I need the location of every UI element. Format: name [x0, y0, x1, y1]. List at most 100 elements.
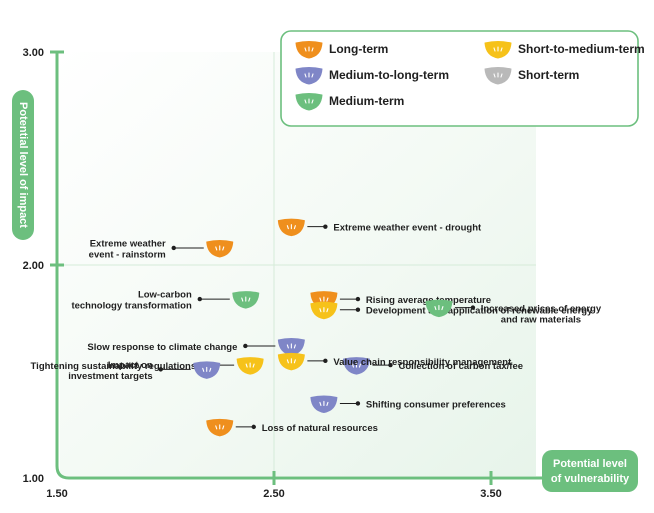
leader-dot — [470, 305, 476, 310]
data-point-marker — [277, 218, 305, 237]
y-axis-label-pill — [12, 90, 34, 240]
data-point-label: and raw materials — [501, 315, 581, 326]
slice-highlight — [319, 400, 329, 407]
leader-dot — [158, 367, 163, 372]
slice-highlight — [493, 46, 503, 52]
legend-item-short-to-medium-term: Short-to-medium-term — [484, 41, 645, 59]
legend-box — [280, 30, 639, 127]
green-slice-icon — [295, 93, 323, 111]
x-tick-label: 1.50 — [46, 488, 67, 500]
data-point-marker — [193, 361, 221, 379]
data-point: Shifting consumer preferences — [310, 395, 506, 413]
data-point-marker — [342, 357, 370, 375]
slice-highlight — [241, 296, 251, 302]
blue-slice-icon — [295, 67, 323, 85]
data-point-label: Increased prices of energy — [481, 304, 602, 315]
data-point-label: Impact on — [108, 360, 153, 371]
slice-highlight — [493, 72, 503, 78]
data-point-marker — [206, 418, 234, 437]
data-point-marker — [310, 395, 338, 413]
slice-highlight — [245, 362, 255, 368]
data-point: Value chain responsibility management — [277, 352, 512, 371]
data-point-label: Development and application of renewable… — [366, 306, 593, 317]
yellow-slice-icon — [484, 41, 512, 59]
data-point-marker — [310, 301, 338, 320]
data-point-marker — [277, 337, 305, 356]
slice-highlight — [215, 424, 225, 430]
leader-dot — [355, 296, 361, 302]
x-tick-label: 2.50 — [263, 488, 284, 500]
data-point-label: Extreme weather event - drought — [333, 223, 482, 234]
gray-slice-icon — [484, 67, 512, 85]
x-tick-label: 3.50 — [480, 488, 501, 500]
leader-dot — [171, 245, 176, 251]
legend-label: Long-term — [329, 42, 388, 56]
data-point-label: technology transformation — [71, 301, 192, 312]
leader-dot — [323, 224, 328, 229]
slice-highlight — [286, 224, 296, 230]
leader-dot — [355, 401, 361, 406]
y-tick-label: 2.00 — [23, 260, 44, 272]
legend-label: Medium-term — [329, 94, 404, 108]
data-point: Slow response to climate change — [87, 337, 305, 356]
data-point: Development and application of renewable… — [310, 301, 593, 320]
data-point: Extreme weather event - drought — [277, 218, 482, 237]
slice-highlight — [202, 366, 212, 372]
x-axis-label-pill — [542, 450, 638, 492]
data-point-label: Extreme weather — [90, 238, 166, 249]
slice-highlight — [304, 98, 314, 104]
slice-highlight — [304, 46, 314, 52]
data-point-marker — [277, 352, 305, 371]
slice-highlight — [286, 358, 296, 364]
data-point-label: Shifting consumer preferences — [366, 399, 506, 410]
data-point-marker — [425, 299, 453, 318]
data-point-label: Low-carbon — [138, 290, 192, 301]
slice-highlight — [319, 296, 329, 302]
data-point-marker — [236, 357, 264, 375]
slice-highlight — [304, 72, 314, 78]
leader-dot — [388, 362, 393, 368]
slice-highlight — [215, 245, 225, 251]
y-tick-label: 1.00 — [23, 473, 44, 485]
axes: 1.00 2.00 3.00 1.50 2.50 3.50 Potential level … — [12, 47, 638, 500]
leader-dot — [197, 296, 202, 302]
slice-highlight — [319, 307, 329, 313]
slice-highlight — [351, 362, 362, 368]
legend-item-medium-to-long-term: Medium-to-long-term — [295, 67, 449, 85]
leader-dot — [355, 307, 361, 312]
legend-item-short-term: Short-term — [484, 67, 579, 85]
data-point-label: Loss of natural resources — [262, 423, 378, 434]
legend-label: Short-term — [518, 68, 579, 82]
x-axis-label-line: Potential level — [553, 458, 627, 470]
legend-item-medium-term: Medium-term — [295, 93, 404, 111]
legend-label: Short-to-medium-term — [518, 42, 645, 56]
y-axis-label: Potential level of impact — [17, 102, 29, 228]
legend-label: Medium-to-long-term — [329, 68, 449, 82]
data-point: Loss of natural resources — [206, 418, 378, 437]
slice-highlight — [434, 305, 444, 311]
data-point-label: event - rainstorm — [89, 249, 166, 260]
slice-highlight — [286, 343, 296, 349]
axis-frame — [55, 52, 548, 480]
leader-dot — [323, 358, 328, 364]
data-point-marker — [232, 291, 260, 309]
data-point-label: Tightening sustainability regulations — [31, 361, 197, 372]
orange-slice-icon — [295, 41, 323, 59]
data-point-label: Collection of carbon tax/fee — [398, 361, 523, 372]
legend-item-long-term: Long-term — [295, 41, 388, 59]
data-point-marker — [206, 239, 234, 258]
data-point-label: Slow response to climate change — [87, 342, 237, 353]
data-point-label: investment targets — [68, 371, 152, 382]
leader-dot — [251, 424, 256, 430]
y-tick-label: 3.00 — [23, 47, 44, 59]
leader-dot — [243, 343, 248, 349]
legend: Long-term Short-to-medium-termMedium-to-l… — [280, 30, 645, 127]
data-point-label: Value chain responsibility management — [333, 357, 512, 368]
data-point: Collection of carbon tax/fee — [342, 357, 523, 375]
